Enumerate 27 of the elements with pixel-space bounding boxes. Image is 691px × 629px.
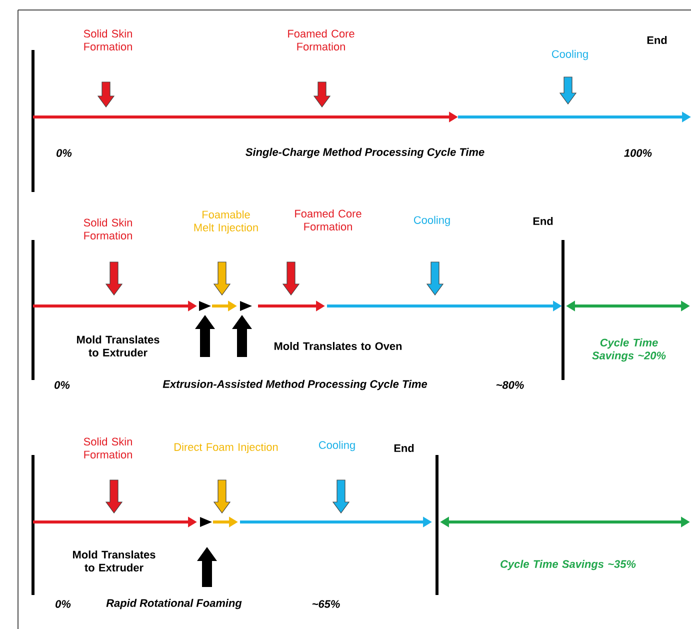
- axis-label: 0%: [56, 600, 71, 608]
- phase-label: Foamable Melt Injection: [194, 210, 258, 234]
- step-label: Mold Translates to Oven: [274, 342, 402, 350]
- axis-label: ~80%: [496, 381, 524, 389]
- phase-label: Direct Foam Injection: [174, 442, 278, 454]
- axis-label: ~65%: [312, 600, 340, 608]
- axis-label: Rapid Rotational Foaming: [106, 598, 242, 610]
- axis-label: Single-Charge Method Processing Cycle Time: [246, 148, 484, 158]
- phase-label: Solid Skin Formation: [84, 30, 132, 50]
- step-label: Mold Translates to Extruder: [77, 336, 160, 356]
- savings-label: Cycle Time Savings ~20%: [592, 338, 666, 362]
- phase-label: Cooling: [318, 440, 355, 452]
- phase-label: Foamed Core Formation: [288, 30, 354, 50]
- phase-label: Solid Skin Formation: [84, 438, 132, 458]
- savings-label: Cycle Time Savings ~35%: [500, 560, 636, 570]
- end-label: End: [533, 216, 553, 226]
- axis-label: Extrusion-Assisted Method Processing Cycle Time: [162, 380, 428, 390]
- end-label: End: [647, 36, 667, 44]
- step-label: Mold Translates to Extruder: [73, 550, 156, 572]
- axis-label: 0%: [54, 381, 70, 389]
- axis-label: 100%: [624, 149, 652, 157]
- phase-label: Solid Skin Formation: [84, 218, 132, 240]
- axis-label: 0%: [56, 149, 72, 157]
- phase-label: Cooling: [414, 216, 450, 226]
- phase-label: Foamed Core Formation: [295, 210, 362, 230]
- phase-label: Cooling: [552, 50, 588, 60]
- end-label: End: [394, 444, 414, 452]
